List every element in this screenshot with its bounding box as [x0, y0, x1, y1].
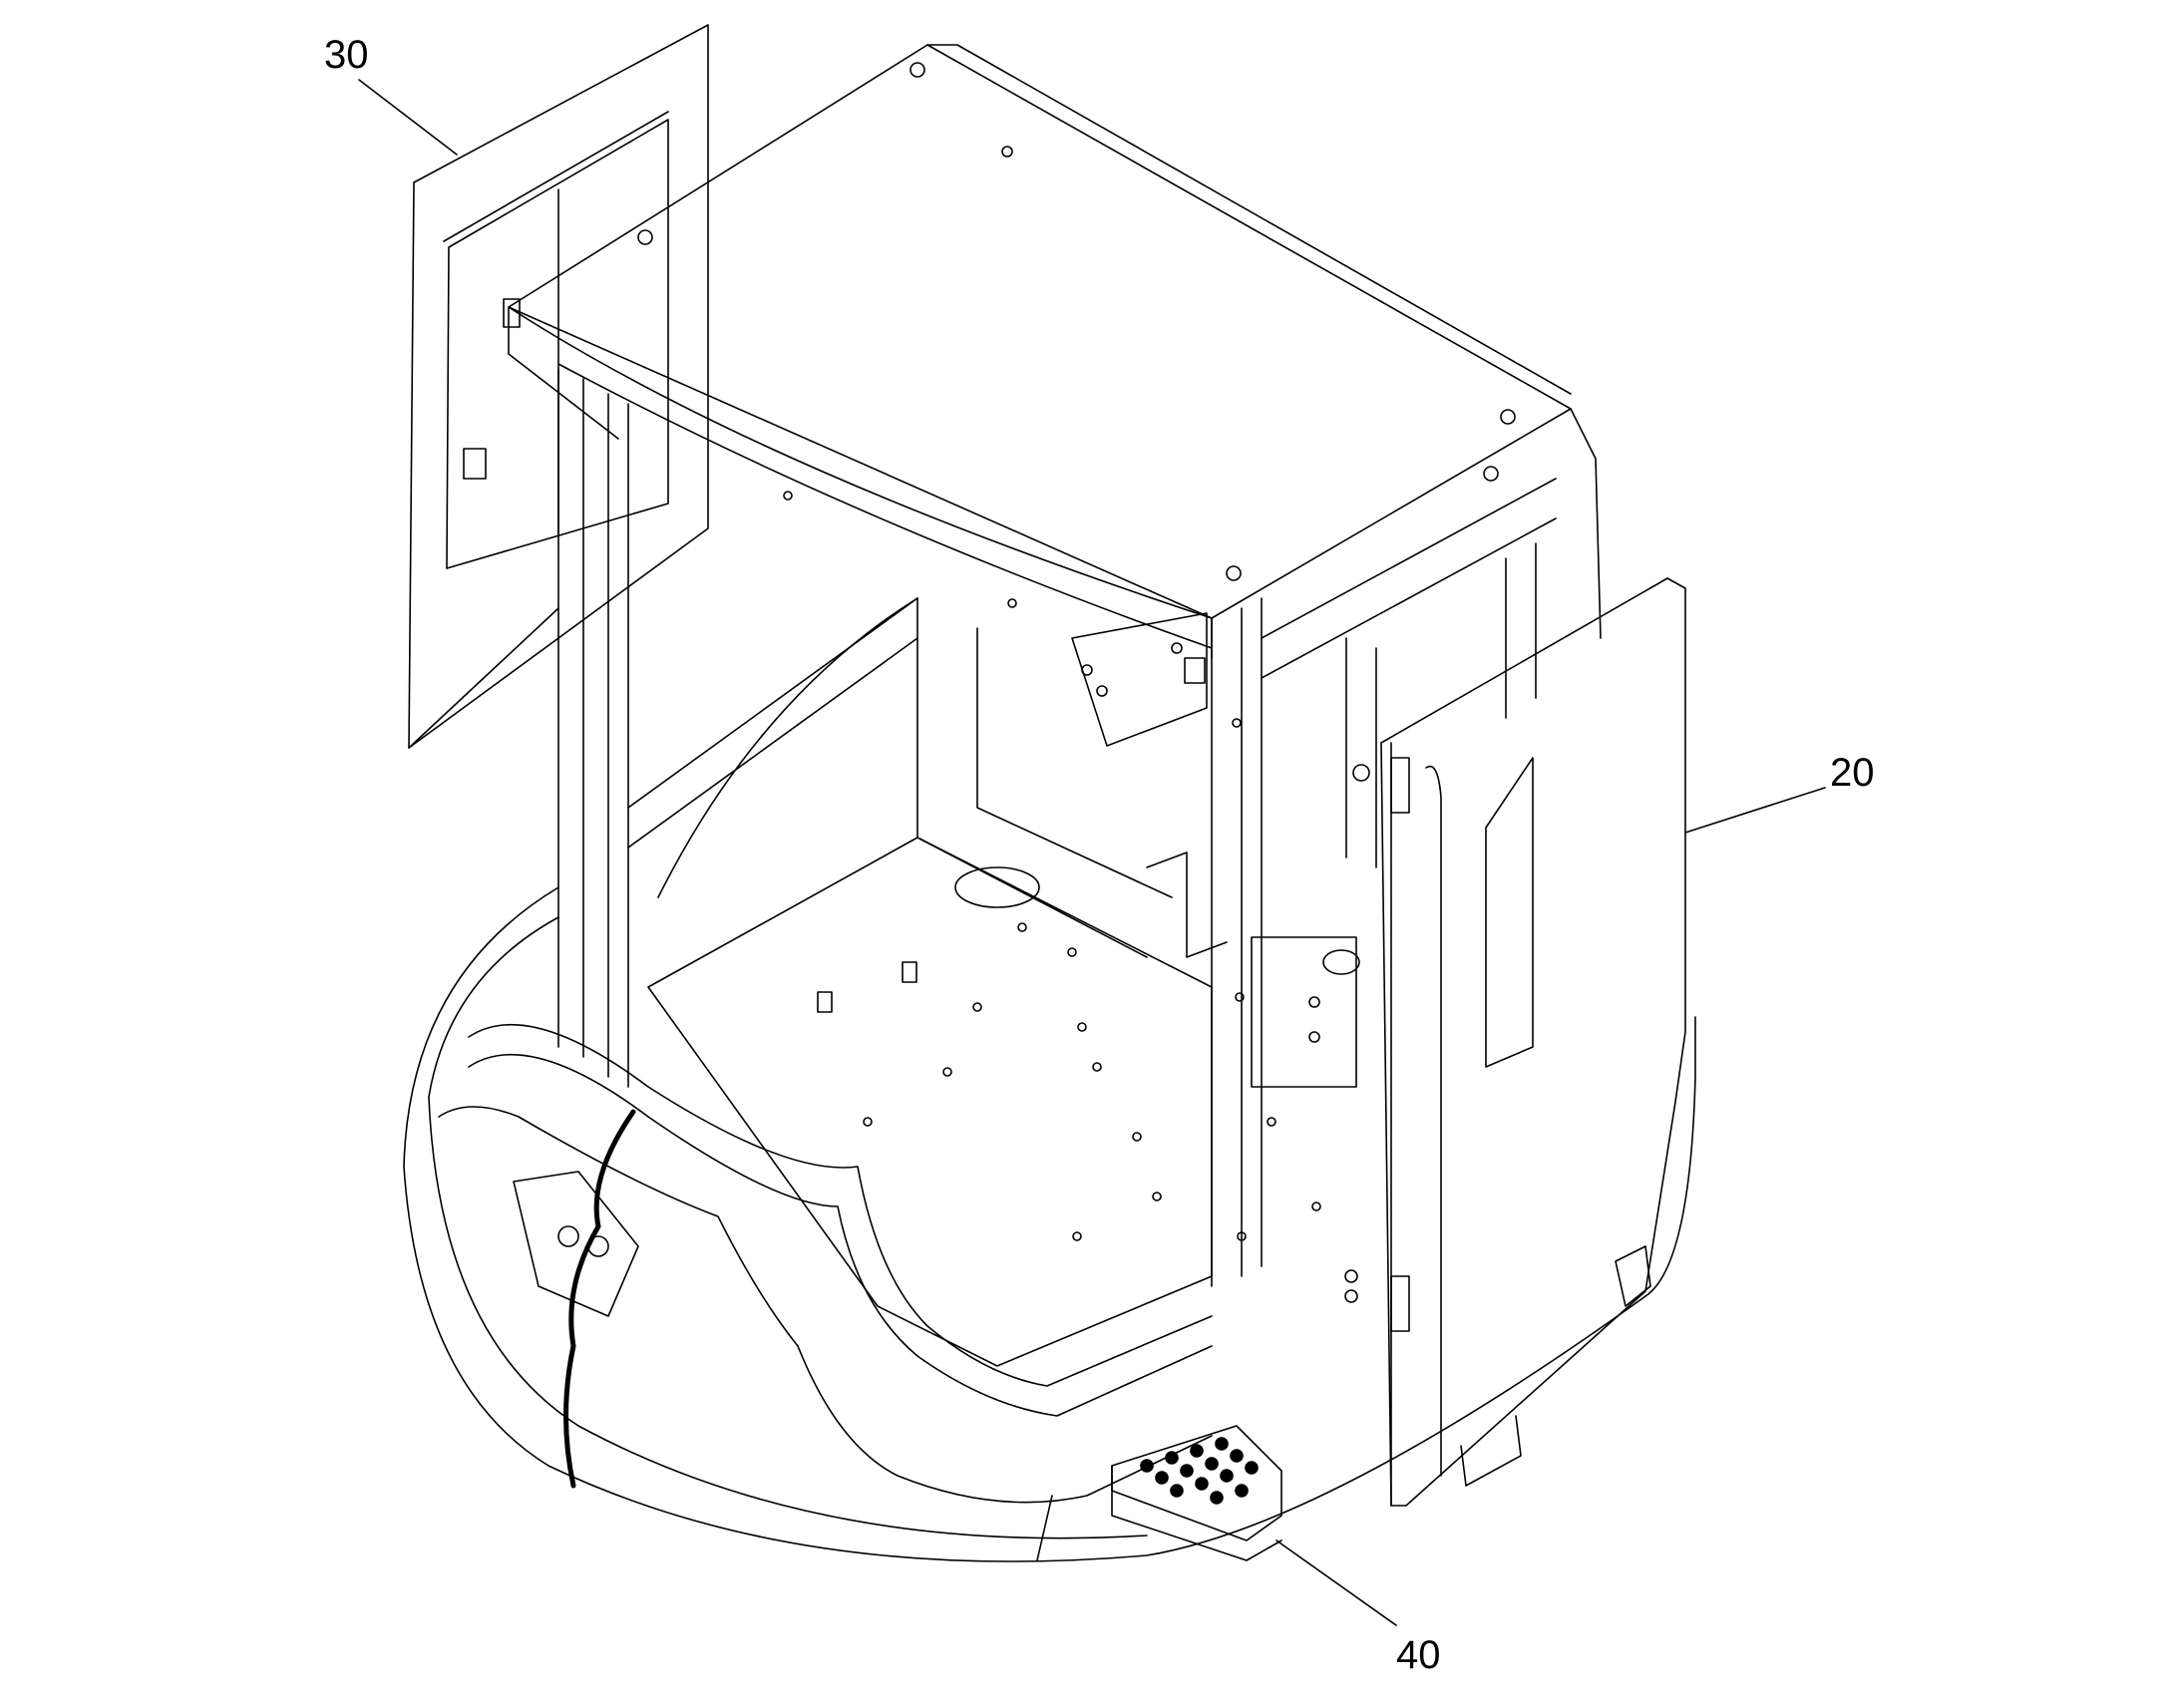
reference-label-door: 20 — [1830, 751, 1875, 795]
cab-lower-shell — [404, 887, 1695, 1561]
mirror-mount — [558, 1226, 608, 1256]
cab-roof — [509, 45, 1601, 658]
side-window-panel — [409, 25, 708, 748]
cab-door — [1345, 578, 1685, 1506]
wiring-harness — [566, 1112, 634, 1486]
right-pillar — [1212, 598, 1262, 1286]
cab-floor — [648, 838, 1320, 1366]
leader-line-40 — [1276, 1540, 1396, 1625]
entry-step — [1112, 1426, 1281, 1560]
front-bracket — [1072, 613, 1207, 746]
seat-bracket — [1147, 853, 1359, 1087]
rear-frame — [917, 479, 1556, 957]
leader-line-30 — [359, 80, 457, 155]
left-pillars — [558, 369, 917, 1087]
panel-tie-line — [409, 608, 558, 748]
leader-line-20 — [1685, 788, 1825, 833]
reference-label-side-window: 30 — [324, 33, 369, 77]
reference-label-step: 40 — [1396, 1633, 1441, 1677]
